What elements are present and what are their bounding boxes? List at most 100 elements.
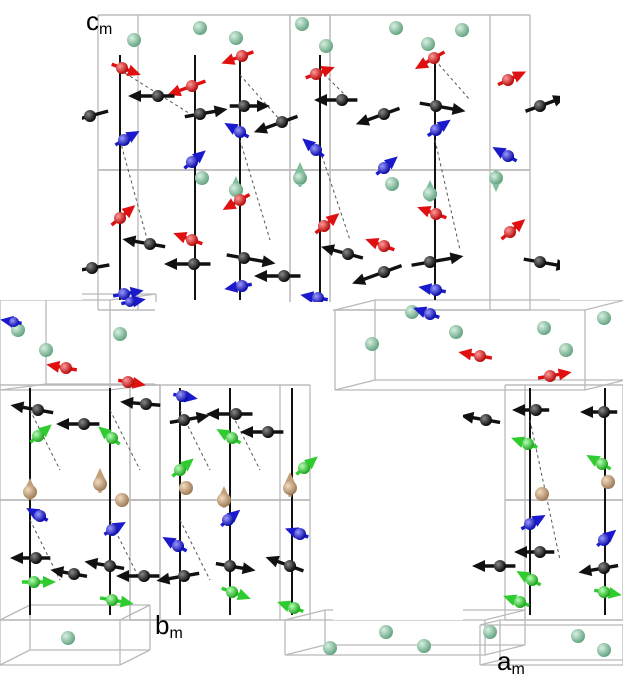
atom-black xyxy=(230,408,242,420)
spin-arrow-black-head xyxy=(10,552,23,564)
atom-black xyxy=(530,404,542,416)
spin-arrow-black-head xyxy=(355,114,371,126)
spin-arrow-blue-head xyxy=(413,306,428,318)
atom-black xyxy=(178,570,190,582)
spin-arrow-black-head xyxy=(50,566,65,578)
spin-arrow-red-head xyxy=(126,64,141,77)
atom-green xyxy=(32,430,44,442)
atom-blue xyxy=(9,317,19,327)
spin-arrow-blue-head xyxy=(302,138,317,152)
atom-red xyxy=(122,376,134,388)
spin-arrow-blue-head xyxy=(300,291,315,304)
atom-black xyxy=(336,94,348,106)
spin-arrow-black-head xyxy=(120,396,134,409)
spin-arrow-blue-head xyxy=(191,150,206,164)
atom-blue xyxy=(34,510,46,522)
atom-red xyxy=(502,74,514,86)
atom-green xyxy=(522,438,534,450)
dashed-bond xyxy=(179,409,211,471)
atom-blue xyxy=(524,518,536,530)
atom-blue xyxy=(378,162,390,174)
atom-teal xyxy=(195,171,209,185)
spin-arrow-green-head xyxy=(503,594,518,606)
atom-red xyxy=(234,194,246,206)
atom-teal xyxy=(365,337,379,351)
atom-teal xyxy=(379,625,393,639)
spin-arrow-green-head xyxy=(236,588,251,601)
spin-arrow-blue-head xyxy=(125,131,140,143)
atom-blue xyxy=(430,124,442,136)
atom-green xyxy=(28,576,40,588)
atom-black xyxy=(138,570,150,582)
axis-label-a: am xyxy=(497,646,525,678)
atom-green xyxy=(174,464,186,476)
atom-red xyxy=(544,370,556,382)
atom-black xyxy=(424,256,436,268)
atom-red xyxy=(378,240,390,252)
spin-arrow-blue-head xyxy=(224,280,239,293)
dashed-bond xyxy=(229,409,261,471)
spin-arrow-black-head xyxy=(206,408,219,420)
atom-red xyxy=(474,350,486,362)
atom-red xyxy=(60,362,72,374)
spin-arrow-black-head xyxy=(84,557,99,570)
spin-arrow-black-head xyxy=(514,546,527,558)
atom-tan xyxy=(115,493,129,507)
atom-green xyxy=(288,602,300,614)
atom-teal xyxy=(483,625,497,639)
dashed-bond xyxy=(434,139,461,251)
atom-blue xyxy=(118,134,130,146)
atom-black xyxy=(188,258,200,270)
spin-arrow-green-head xyxy=(586,455,601,467)
atom-teal xyxy=(490,172,502,184)
dashed-bond xyxy=(239,139,271,241)
atom-green xyxy=(526,574,538,586)
atom-black xyxy=(480,414,492,426)
atom-red xyxy=(116,62,128,74)
cell-edge xyxy=(284,644,326,656)
atom-black xyxy=(378,108,390,120)
atom-red xyxy=(318,220,330,232)
atom-blue xyxy=(312,292,324,304)
atom-red xyxy=(504,226,516,238)
spin-arrow-black-head xyxy=(10,401,25,414)
atom-black xyxy=(84,110,96,122)
atom-blue xyxy=(186,156,198,168)
spin-arrow-black-head xyxy=(512,404,525,416)
atom-blue xyxy=(430,284,442,296)
spin-arrow-green-head xyxy=(303,456,318,470)
cell-edge xyxy=(119,649,151,666)
atom-black xyxy=(178,414,190,426)
spin-arrow-blue-head xyxy=(224,123,239,135)
atom-teal xyxy=(571,629,585,643)
spin-arrow-red-head xyxy=(365,237,380,250)
spin-arrow-black-head xyxy=(56,418,69,430)
spin-arrow-black-head xyxy=(253,122,269,134)
spin-arrow-green-head xyxy=(511,436,526,448)
atom-teal xyxy=(294,172,306,184)
atom-black xyxy=(224,560,236,572)
spin-arrow-teal-head xyxy=(294,162,306,175)
spin-arrow-blue-head xyxy=(602,529,617,543)
spin-arrow-blue-head xyxy=(129,286,144,299)
spin-arrow-black-head xyxy=(352,273,367,285)
atom-teal xyxy=(559,343,573,357)
spin-arrow-black-head xyxy=(254,270,267,282)
atom-black xyxy=(342,248,354,260)
spin-arrow-red-head xyxy=(458,348,473,361)
spin-arrow-red-head xyxy=(46,360,61,373)
atom-black xyxy=(104,560,116,572)
spin-arrow-green-head xyxy=(179,458,194,472)
atom-black xyxy=(494,560,506,572)
cell-edge xyxy=(484,644,526,656)
spin-arrow-red-head xyxy=(557,368,572,381)
atom-teal xyxy=(193,21,207,35)
spin-arrow-blue-head xyxy=(492,147,507,159)
atom-teal xyxy=(389,21,403,35)
spin-arrow-black-head xyxy=(578,564,593,577)
atom-green xyxy=(226,432,238,444)
atom-teal xyxy=(421,37,435,51)
atom-teal xyxy=(537,321,551,335)
cell-edge xyxy=(0,649,31,666)
spin-arrow-red-head xyxy=(173,231,188,244)
